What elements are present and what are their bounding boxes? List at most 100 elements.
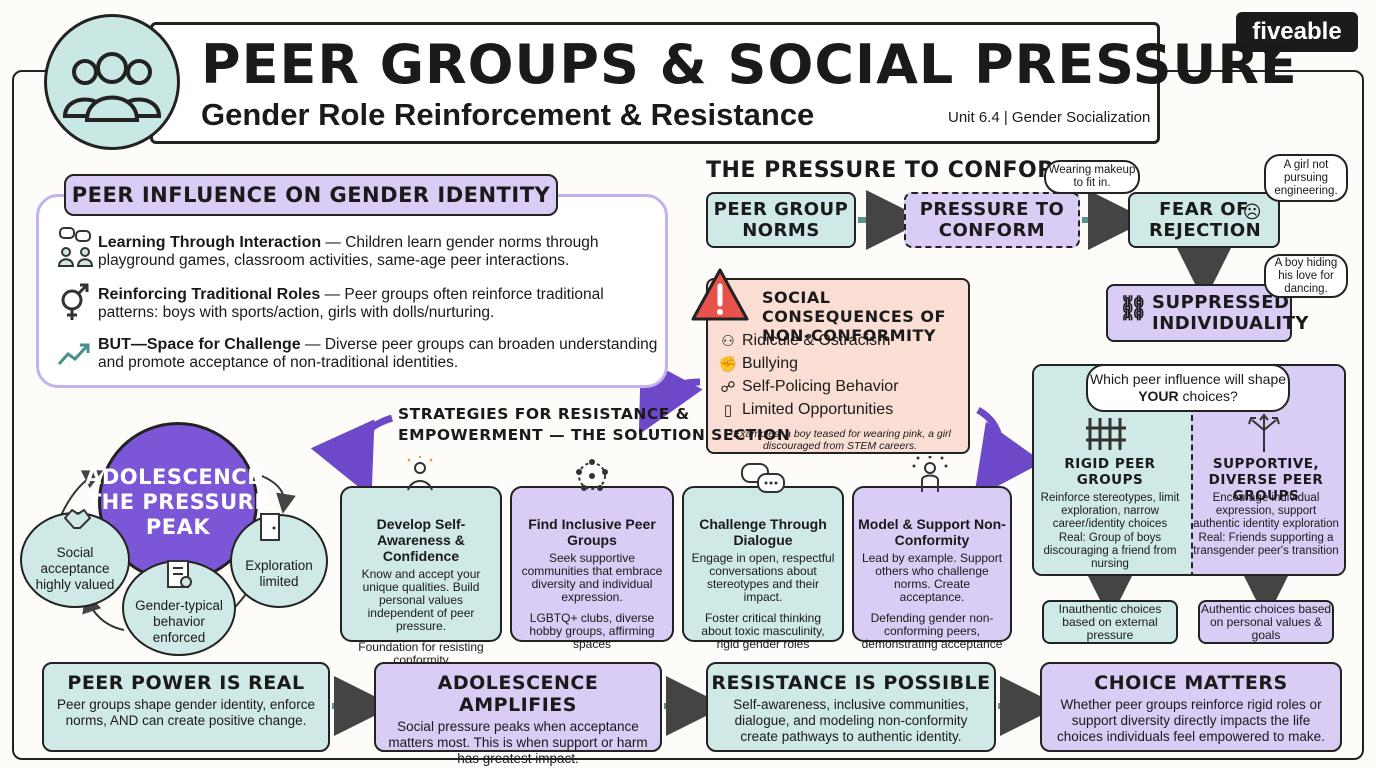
cycle-node-label: Social acceptance highly valued xyxy=(35,545,115,592)
warning-icon xyxy=(690,266,750,324)
dialogue-bubbles-icon xyxy=(740,460,786,506)
item-label: BUT—Space for Challenge xyxy=(98,336,301,353)
strategy-card-title: Find Inclusive Peer Groups xyxy=(528,516,656,548)
summary-card-title: ADOLESCENCE AMPLIFIES xyxy=(437,672,599,716)
strategy-card-text: Lead by example. Support others who chal… xyxy=(861,551,1003,604)
handshake-icon xyxy=(62,504,92,532)
strategy-card: Find Inclusive Peer Groups Seek supporti… xyxy=(510,486,674,651)
strategies-title-line: EMPOWERMENT — THE SOLUTION SECTION xyxy=(398,426,791,444)
summary-card: RESISTANCE IS POSSIBLE Self-awareness, i… xyxy=(706,662,996,752)
consequence-item: Ridicule & Ostracism xyxy=(742,332,891,349)
question-part: choices? xyxy=(1178,388,1238,404)
unit-label: Unit 6.4 | Gender Socialization xyxy=(948,109,1151,126)
peer-influence-panel xyxy=(36,194,668,388)
peer-influence-item: Reinforcing Traditional Roles — Peer gro… xyxy=(98,286,658,322)
summary-card: PEER POWER IS REAL Peer groups shape gen… xyxy=(42,662,330,752)
consequence-item: Self-Policing Behavior xyxy=(742,378,899,395)
title-banner: PEER GROUPS & SOCIAL PRESSURE Gender Rol… xyxy=(150,22,1297,144)
cycle-node: Social acceptance highly valued xyxy=(20,512,130,608)
flow-step-label: SUPPRESSED INDIVIDUALITY xyxy=(1152,292,1309,334)
strategies-title-line: STRATEGIES FOR RESISTANCE & xyxy=(398,405,690,423)
supportive-groups-text: Encourage individual expression, support… xyxy=(1193,492,1339,530)
cycle-node-label: Gender-typical behavior enforced xyxy=(135,598,223,645)
strategy-card-title: Model & Support Non-Conformity xyxy=(858,516,1006,548)
rigid-outcome: Inauthentic choices based on external pr… xyxy=(1042,600,1178,644)
social-consequences-panel: SOCIAL CONSEQUENCES OF NON-CONFORMITY ⚇ … xyxy=(706,278,970,454)
strategy-card-note: Defending gender non-conforming peers, d… xyxy=(861,611,1003,651)
chat-people-icon xyxy=(56,226,94,267)
item-label: Learning Through Interaction xyxy=(98,234,322,251)
ostracism-icon: ⚇ xyxy=(721,333,735,350)
page-subtitle: Gender Role Reinforcement & Resistance xyxy=(201,97,815,132)
item-text: — Peer groups often reinforce traditiona… xyxy=(98,286,604,321)
trend-up-icon xyxy=(56,338,90,372)
strategy-card-text: Seek supportive communities that embrace… xyxy=(521,551,663,604)
summary-card-text: Whether peer groups reinforce rigid role… xyxy=(1057,697,1325,744)
checklist-icon xyxy=(164,558,194,590)
example-bubble: Wearing makeup to fit in. xyxy=(1044,160,1140,194)
peer-group-icon xyxy=(44,14,180,150)
comparison-question: Which peer influence will shape YOUR cho… xyxy=(1086,364,1290,412)
self-policing-icon: ☍ xyxy=(720,379,736,396)
cycle-node: Gender-typical behavior enforced xyxy=(122,560,236,656)
summary-card-text: Self-awareness, inclusive communities, d… xyxy=(733,697,969,744)
fence-icon xyxy=(1084,414,1130,454)
strategy-card-note: LGBTQ+ clubs, diverse hobby groups, affi… xyxy=(529,611,655,651)
strategy-card-text: Engage in open, respectful conversations… xyxy=(691,551,835,604)
example-bubble: A girl not pursuing engineering. xyxy=(1264,154,1348,202)
pressure-title: THE PRESSURE TO CONFORM xyxy=(706,158,1078,183)
consequences-title: SOCIAL CONSEQUENCES OF NON-CONFORMITY xyxy=(762,288,946,345)
consequence-item: Limited Opportunities xyxy=(742,401,894,418)
strategy-card: Model & Support Non-Conformity Lead by e… xyxy=(852,486,1012,651)
supportive-outcome: Authentic choices based on personal valu… xyxy=(1198,600,1334,644)
supportive-groups-title: SUPPORTIVE, DIVERSE PEER GROUPS xyxy=(1208,456,1324,504)
peer-influence-item: BUT—Space for Challenge — Diverse peer g… xyxy=(98,336,658,372)
broken-chain-icon: ⛓ xyxy=(1118,294,1149,322)
question-part: Which peer influence will shape xyxy=(1089,371,1287,387)
strategy-card: Challenge Through Dialogue Engage in ope… xyxy=(682,486,844,651)
summary-card-title: PEER POWER IS REAL xyxy=(67,672,305,694)
summary-card-title: CHOICE MATTERS xyxy=(1094,672,1288,694)
item-text: — Children learn gender norms through pl… xyxy=(98,234,599,269)
branching-arrows-icon xyxy=(1246,412,1282,454)
flow-step-suppressed: ⛓ SUPPRESSED INDIVIDUALITY xyxy=(1106,284,1309,342)
strategies-title: STRATEGIES FOR RESISTANCE & EMPOWERMENT … xyxy=(398,404,790,446)
rigid-groups-text: Reinforce stereotypes, limit exploration… xyxy=(1040,492,1180,530)
summary-card: ADOLESCENCE AMPLIFIES Social pressure pe… xyxy=(374,662,662,766)
strategy-card-title: Challenge Through Dialogue xyxy=(699,516,827,548)
summary-card-text: Peer groups shape gender identity, enfor… xyxy=(57,697,315,728)
rigid-groups-example: Real: Group of boys discouraging a frien… xyxy=(1043,532,1177,570)
meditation-icon xyxy=(400,456,440,504)
flow-step-pressure: PRESSURE TO CONFORM xyxy=(904,192,1080,248)
consequence-item: Bullying xyxy=(742,355,799,372)
gender-symbol-icon xyxy=(56,282,90,320)
supportive-groups-example: Real: Friends supporting a transgender p… xyxy=(1193,532,1339,557)
summary-card-text: Social pressure peaks when acceptance ma… xyxy=(388,719,648,766)
question-emphasis: YOUR xyxy=(1138,388,1179,404)
page-title: PEER GROUPS & SOCIAL PRESSURE xyxy=(201,33,1298,96)
rigid-groups-title: RIGID PEER GROUPS xyxy=(1064,456,1156,488)
peer-influence-title: PEER INFLUENCE ON GENDER IDENTITY xyxy=(64,174,558,216)
limited-door-icon: ▯ xyxy=(723,402,733,419)
door-icon xyxy=(258,512,282,542)
strategy-card-title: Develop Self-Awareness & Confidence xyxy=(376,516,466,564)
consequences-example: *Examples: a boy teased for wearing pink… xyxy=(729,428,951,452)
strategy-card-text: Know and accept your unique qualities. B… xyxy=(361,567,481,633)
flow-step-peer-norms: PEER GROUP NORMS xyxy=(706,192,856,248)
flow-step-label: FEAR OF REJECTION xyxy=(1149,199,1262,241)
example-bubble: A boy hiding his love for dancing. xyxy=(1264,254,1348,298)
item-text: — Diverse peer groups can broaden unders… xyxy=(98,336,658,371)
sad-face-icon: ☹ xyxy=(1242,202,1262,223)
flow-step-fear: FEAR OF REJECTION ☹ xyxy=(1128,192,1280,248)
bully-icon: ✊ xyxy=(718,356,738,373)
brand-logo-tail xyxy=(1262,50,1282,62)
summary-card-title: RESISTANCE IS POSSIBLE xyxy=(711,672,991,694)
brand-logo: fiveable xyxy=(1236,12,1358,52)
summary-card: CHOICE MATTERS Whether peer groups reinf… xyxy=(1040,662,1342,752)
community-circle-icon xyxy=(572,456,612,504)
cycle-node-label: Exploration limited xyxy=(245,558,313,589)
strategy-card-note: Foster critical thinking about toxic mas… xyxy=(701,611,825,651)
question-text: Which peer influence will shape YOUR cho… xyxy=(1088,371,1288,405)
peer-influence-item: Learning Through Interaction — Children … xyxy=(98,234,658,270)
strategy-card: Develop Self-Awareness & Confidence Know… xyxy=(340,486,502,667)
